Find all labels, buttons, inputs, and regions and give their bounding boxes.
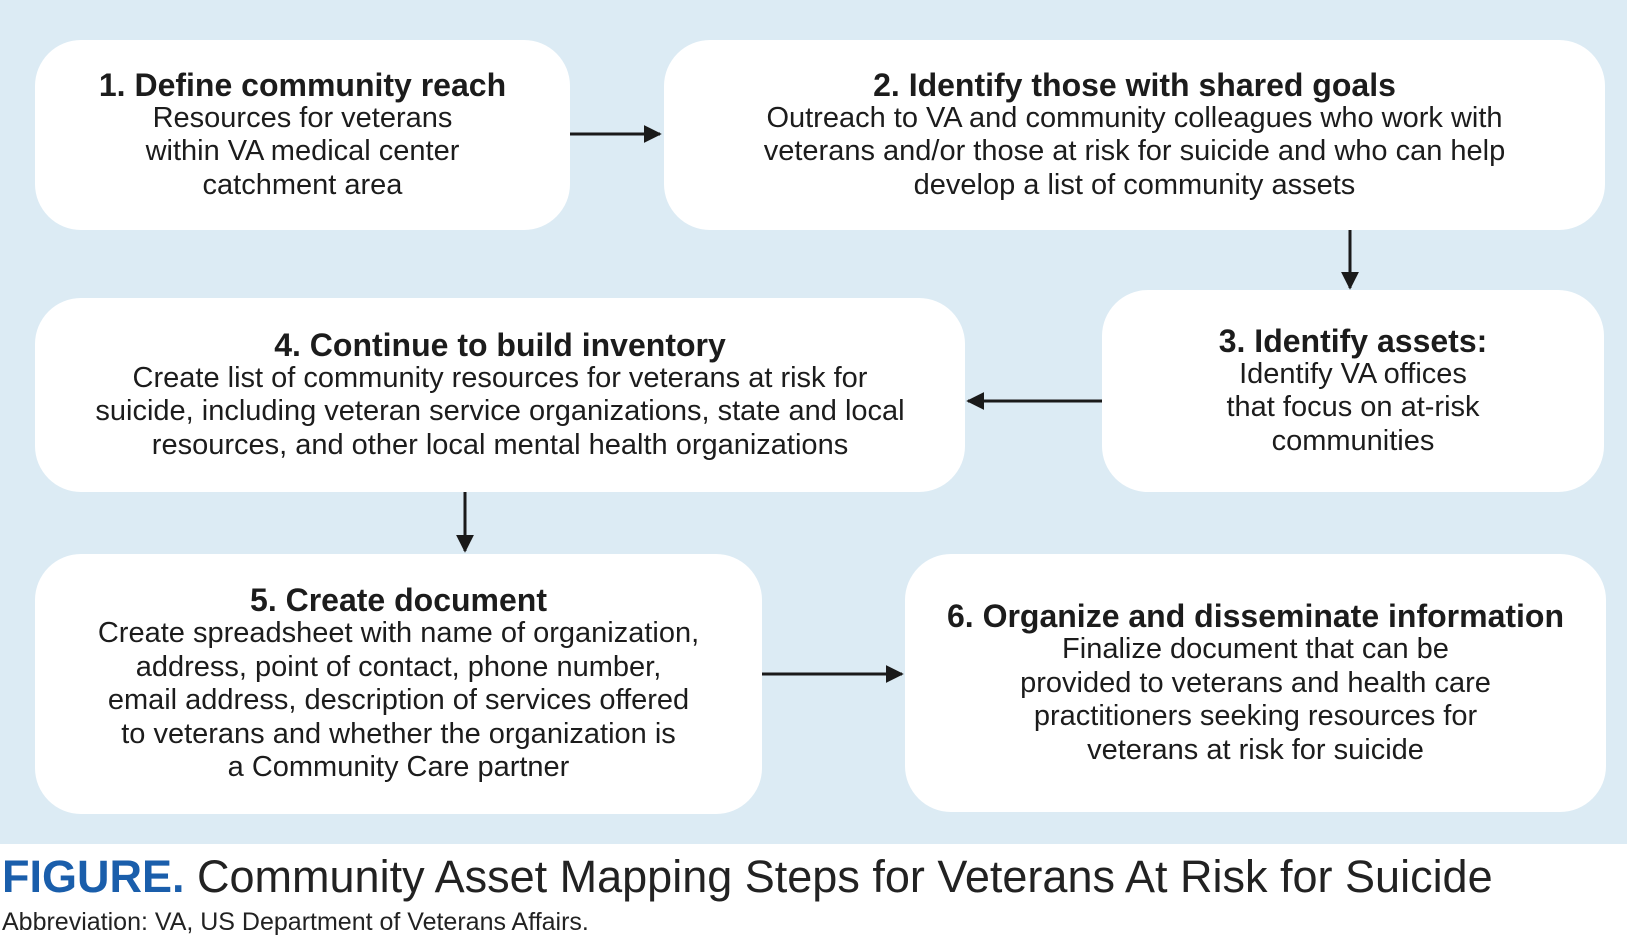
- abbreviation-note: Abbreviation: VA, US Department of Veter…: [2, 908, 589, 936]
- step-6-title: 6. Organize and disseminate information: [946, 598, 1564, 634]
- step-3-box: 3. Identify assets: Identify VA offices …: [1102, 290, 1604, 492]
- step-2-box: 2. Identify those with shared goals Outr…: [664, 40, 1605, 230]
- step-6-box: 6. Organize and disseminate information …: [905, 554, 1606, 812]
- step-4-box: 4. Continue to build inventory Create li…: [35, 298, 965, 492]
- step-5-box: 5. Create document Create spreadsheet wi…: [35, 554, 762, 814]
- step-1-box: 1. Define community reach Resources for …: [35, 40, 570, 230]
- diagram-panel: 1. Define community reach Resources for …: [0, 0, 1627, 844]
- step-4-body: Create list of community resources for v…: [95, 361, 905, 461]
- figure-title: Community Asset Mapping Steps for Vetera…: [184, 851, 1493, 902]
- step-3-body: Identify VA offices that focus on at-ris…: [1226, 357, 1480, 457]
- flow-arrows: [456, 125, 1359, 683]
- step-2-title: 2. Identify those with shared goals: [873, 66, 1396, 103]
- step-2-body: Outreach to VA and community colleagues …: [763, 101, 1506, 201]
- figure-caption: FIGURE. Community Asset Mapping Steps fo…: [2, 852, 1493, 902]
- step-4-title: 4. Continue to build inventory: [274, 326, 726, 363]
- step-1-title: 1. Define community reach: [98, 66, 507, 103]
- step-3-title: 3. Identify assets:: [1218, 322, 1488, 359]
- step-6-body: Finalize document that can be provided t…: [1020, 633, 1491, 766]
- step-5-title: 5. Create document: [250, 582, 547, 619]
- step-1-body: Resources for veterans within VA medical…: [145, 101, 460, 201]
- figure-label: FIGURE.: [2, 851, 185, 902]
- step-5-body: Create spreadsheet with name of organiza…: [97, 617, 700, 784]
